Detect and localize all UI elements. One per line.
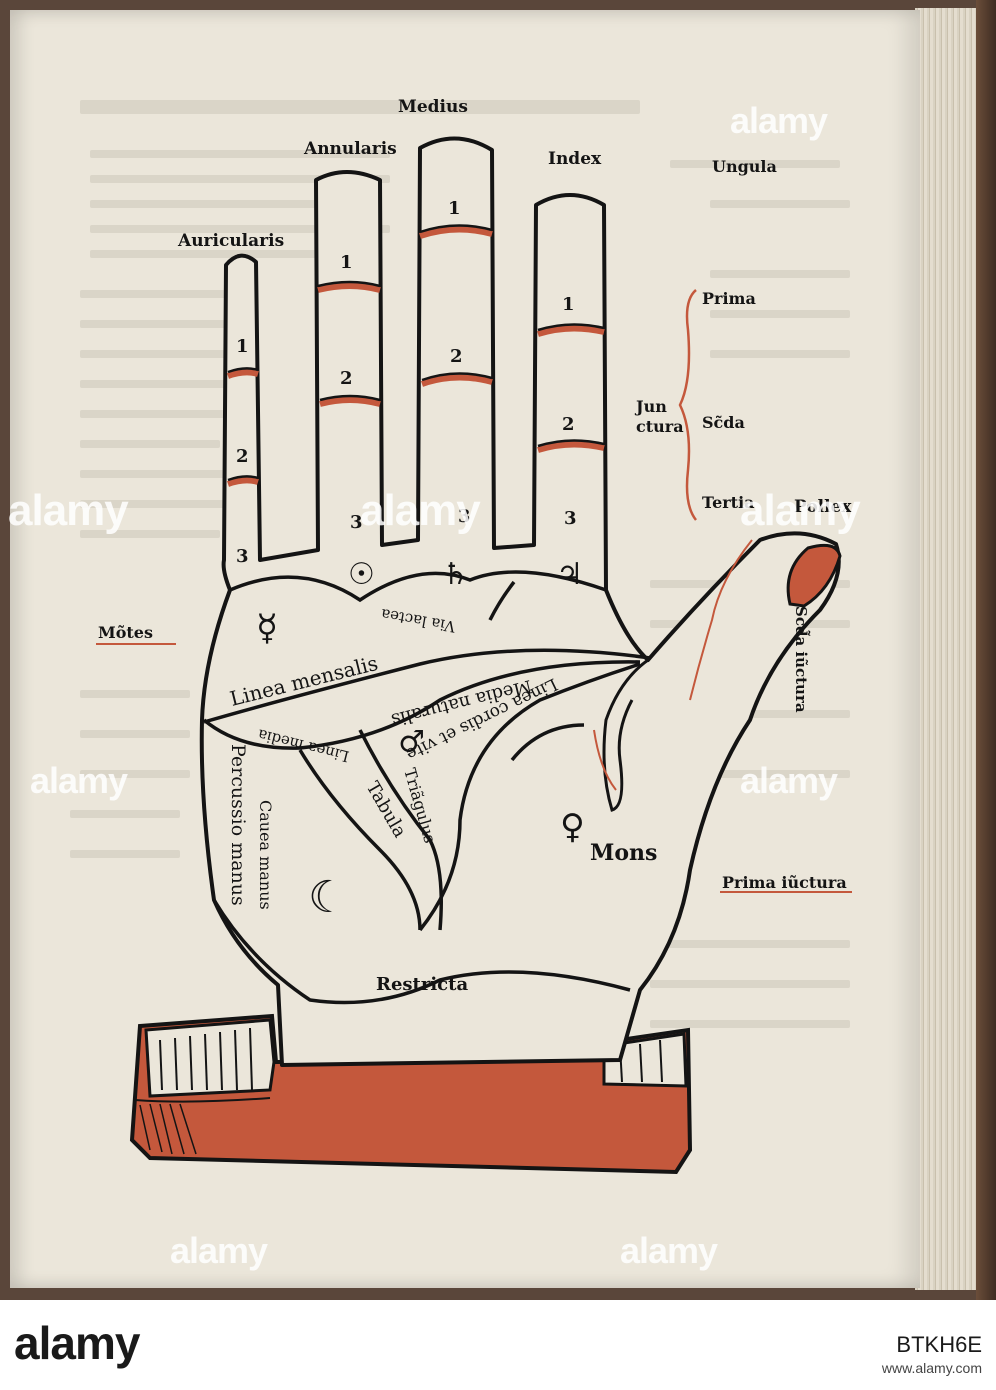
label-ungula: Ungula <box>712 157 777 176</box>
palm-lines <box>202 570 651 1005</box>
page-stack-edge <box>915 8 977 1290</box>
index-1: 1 <box>562 294 575 315</box>
luna-symbol: ☾ <box>308 872 347 923</box>
hand-outline <box>199 136 842 1067</box>
wrist-band <box>129 1013 693 1175</box>
index-3: 3 <box>564 508 577 529</box>
annularis-3: 3 <box>350 512 363 533</box>
text-mons: Mons <box>590 840 657 866</box>
label-prima-iunctura: Prima iũctura <box>722 873 847 892</box>
juncture-brace <box>678 289 698 521</box>
label-juncture-b: ctura <box>636 417 684 436</box>
label-secunda: Sc̃da <box>702 413 745 432</box>
watermark-bottom-right: alamy <box>620 1230 718 1271</box>
label-medius: Medius <box>398 97 468 117</box>
watermark-mid-right: alamy <box>740 760 838 801</box>
site-url[interactable]: www.alamy.com <box>881 1360 982 1376</box>
planet-symbols: ☉ ♄ ♃ ☿ ♂ ♀ ☾ <box>256 557 585 923</box>
watermark-left: alamy <box>8 486 129 535</box>
venus-symbol: ♀ <box>560 807 585 847</box>
annularis-2: 2 <box>340 368 353 389</box>
medius-2: 2 <box>450 346 463 367</box>
label-montes: Mõtes <box>98 623 153 642</box>
label-index: Index <box>548 149 602 169</box>
auricularis-2: 2 <box>236 446 249 467</box>
label-juncture-a: Jun <box>634 397 667 416</box>
watermark-bottom-left: alamy <box>170 1230 268 1271</box>
label-annularis: Annularis <box>303 139 397 159</box>
mercury-symbol: ☿ <box>256 608 278 649</box>
joint-labels: Ungula Prima Jun ctura Sc̃da Tertia Prim… <box>634 157 847 892</box>
label-prima: Prima <box>702 289 756 308</box>
image-id: BTKH6E <box>896 1332 982 1357</box>
book-binding <box>976 0 996 1300</box>
watermark-center: alamy <box>360 486 481 535</box>
text-percussio: Percussio manus <box>227 744 249 906</box>
watermark-top-right: alamy <box>730 100 828 141</box>
stock-footer: alamy BTKH6E www.alamy.com <box>0 1300 996 1390</box>
label-tertia: Tertia <box>702 493 755 512</box>
text-cauea: Cauea manus <box>256 800 275 910</box>
joint-bands <box>227 226 605 487</box>
annularis-1: 1 <box>340 252 353 273</box>
auricularis-3: 3 <box>236 546 249 567</box>
finger-labels: Auricularis Annularis Medius Index Polle… <box>177 97 852 517</box>
watermark-right: alamy <box>740 486 861 535</box>
text-restricta: Restricta <box>376 974 468 995</box>
watermark-mid-left: alamy <box>30 760 128 801</box>
medius-3: 3 <box>458 506 471 527</box>
palmistry-woodcut: 1 2 3 1 2 3 1 2 3 1 2 3 ☉ ♄ ♃ ☿ ♂ ♀ ☾ Au… <box>96 97 852 1175</box>
index-2: 2 <box>562 414 575 435</box>
label-secunda-iunctura: Scd̃a iũctura <box>792 606 812 713</box>
alamy-logo[interactable]: alamy <box>14 1317 140 1369</box>
saturn-symbol: ♄ <box>442 557 469 592</box>
sol-symbol: ☉ <box>348 557 375 592</box>
auricularis-1: 1 <box>236 336 249 357</box>
phalanx-numbers: 1 2 3 1 2 3 1 2 3 1 2 3 <box>236 198 577 567</box>
mars-symbol: ♂ <box>398 725 425 760</box>
medius-1: 1 <box>448 198 461 219</box>
label-auricularis: Auricularis <box>177 231 284 251</box>
label-pollex: Pollex <box>794 497 852 517</box>
jupiter-symbol: ♃ <box>556 557 583 592</box>
